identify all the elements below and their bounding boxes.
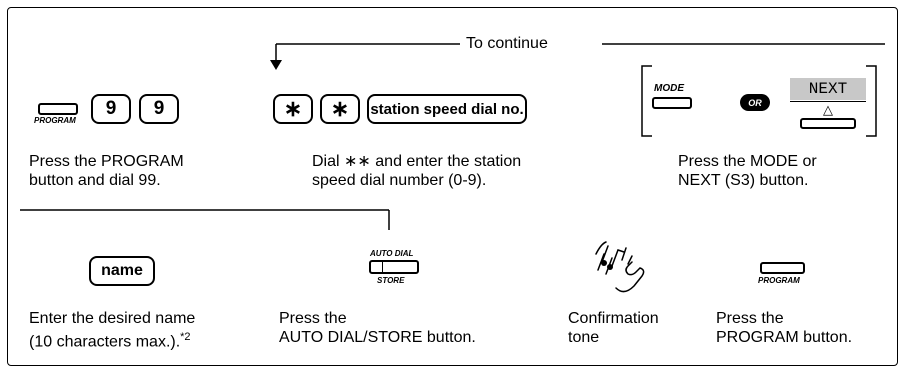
step7-caption-line1: Press the — [716, 310, 784, 327]
step5-caption-line2: AUTO DIAL/STORE button. — [279, 329, 476, 346]
step4-caption-line2: (10 characters max.).*2 — [29, 328, 195, 351]
program-button-final[interactable] — [760, 262, 805, 274]
step2-caption-line2: speed dial number (0-9). — [312, 172, 487, 189]
digit-key-9-second[interactable]: 9 — [139, 94, 179, 124]
or-badge: OR — [740, 94, 770, 111]
auto-dial-store-button[interactable] — [369, 260, 419, 274]
step3-caption: Press the MODE or NEXT (S3) button. — [678, 152, 817, 190]
step4-caption-line2-text: (10 characters max.). — [29, 333, 181, 351]
step7-caption: Press the PROGRAM button. — [716, 309, 852, 347]
program-button-label: PROGRAM — [34, 116, 76, 125]
confirmation-tone-icon — [595, 241, 645, 293]
step4-caption-line1: Enter the desired name — [29, 310, 196, 327]
step3-caption-line2: NEXT (S3) button. — [678, 172, 809, 189]
continue-label: To continue — [466, 35, 548, 52]
step6-caption: Confirmation tone — [568, 309, 659, 347]
step6-caption-line1: Confirmation — [568, 310, 659, 327]
mode-button[interactable] — [652, 97, 692, 109]
step1-caption: Press the PROGRAM button and dial 99. — [29, 152, 184, 190]
station-speed-dial-key[interactable]: station speed dial no. — [367, 94, 527, 124]
star-key[interactable]: ∗ — [273, 94, 313, 124]
step5-caption: Press the AUTO DIAL/STORE button. — [279, 309, 476, 347]
step2-caption-line1: Dial ∗∗ and enter the station — [312, 153, 522, 170]
softkey-divider — [790, 101, 866, 102]
program-button-final-label: PROGRAM — [758, 276, 800, 285]
next-label: NEXT — [808, 80, 848, 98]
next-s3-button[interactable] — [800, 118, 856, 129]
name-key[interactable]: name — [89, 256, 155, 286]
footnote-mark: *2 — [180, 331, 191, 343]
mode-label: MODE — [654, 83, 684, 94]
instruction-frame — [7, 7, 898, 366]
step3-caption-line1: Press the MODE or — [678, 153, 817, 170]
step1-caption-line2: button and dial 99. — [29, 172, 161, 189]
auto-dial-divider — [382, 262, 383, 272]
digit-key-9[interactable]: 9 — [91, 94, 131, 124]
step2-caption: Dial ∗∗ and enter the station speed dial… — [312, 152, 521, 190]
next-softkey-display — [790, 78, 866, 100]
step7-caption-line2: PROGRAM button. — [716, 329, 853, 346]
option-brackets — [641, 65, 877, 137]
step4-caption: Enter the desired name (10 characters ma… — [29, 309, 195, 351]
triangle-icon: △ — [823, 102, 833, 117]
program-button[interactable] — [38, 103, 78, 115]
store-label: STORE — [377, 276, 405, 285]
step6-caption-line2: tone — [568, 329, 600, 346]
auto-dial-label: AUTO DIAL — [370, 249, 414, 258]
star-key-second[interactable]: ∗ — [320, 94, 360, 124]
step5-caption-line1: Press the — [279, 310, 347, 327]
step1-caption-line1: Press the PROGRAM — [29, 153, 184, 170]
